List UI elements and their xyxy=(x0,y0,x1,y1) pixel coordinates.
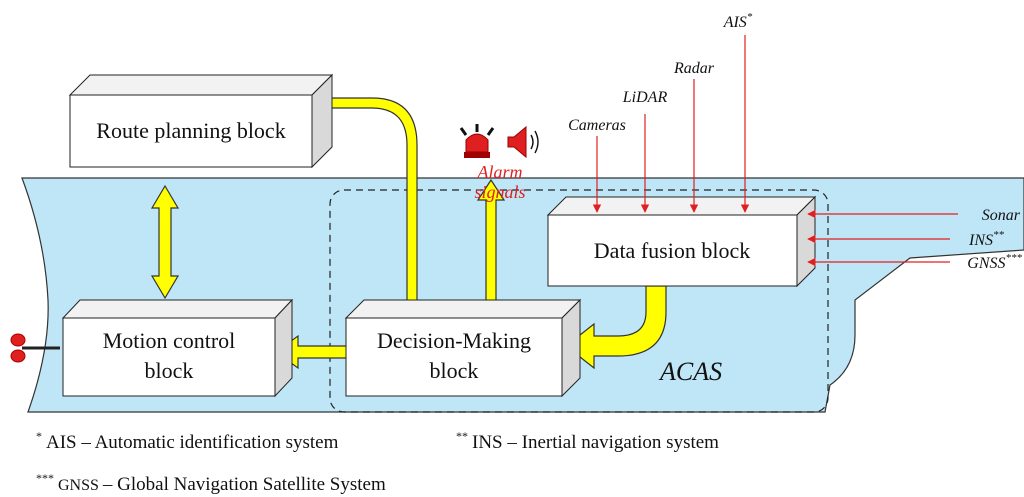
route-planning-block: Route planning block xyxy=(68,73,334,169)
route-motion-double-arrow xyxy=(150,184,180,300)
decision-making-block: Decision-Making block xyxy=(344,298,582,398)
decision-making-label-line1: Decision-Making xyxy=(377,328,531,353)
speaker-icon xyxy=(507,125,539,159)
fusion-to-decision-arrow xyxy=(565,285,667,370)
lidar-label: LiDAR xyxy=(622,89,668,106)
motion-control-label-line2: block xyxy=(145,358,194,383)
decision-making-label-line2: block xyxy=(430,358,479,383)
data-fusion-block: Data fusion block xyxy=(546,195,817,288)
footnotes: * AIS – Automatic identification system … xyxy=(36,427,719,495)
sonar-label: Sonar xyxy=(982,207,1021,224)
footnote-ins: ** INS – Inertial navigation system xyxy=(456,427,719,453)
gnss-label: GNSS*** xyxy=(967,252,1022,272)
motion-control-label-line1: Motion control xyxy=(103,328,236,353)
acas-region xyxy=(329,189,829,413)
alarm-light-icon xyxy=(459,124,495,158)
ais-label: AIS* xyxy=(723,11,753,31)
top-sensor-inputs: Cameras LiDAR Radar AIS* xyxy=(568,11,753,213)
alarm-label-line1: Alarm xyxy=(477,162,523,182)
alarm-label-line2: signals xyxy=(474,182,525,202)
footnote-gnss: *** GNSS – Global Navigation Satellite S… xyxy=(36,469,386,495)
radar-label: Radar xyxy=(673,60,715,77)
footnote-ais: * AIS – Automatic identification system xyxy=(36,427,339,453)
side-sensor-inputs: Sonar INS** GNSS*** xyxy=(807,207,1023,272)
cameras-label: Cameras xyxy=(568,117,626,134)
route-planning-label: Route planning block xyxy=(96,118,285,143)
data-fusion-label: Data fusion block xyxy=(594,238,750,263)
motion-control-block: Motion control block xyxy=(61,298,294,398)
decision-to-alarm-arrow xyxy=(476,178,506,309)
acas-label: ACAS xyxy=(658,357,722,386)
propeller-icon xyxy=(10,333,60,363)
ins-label: INS** xyxy=(968,229,1005,249)
